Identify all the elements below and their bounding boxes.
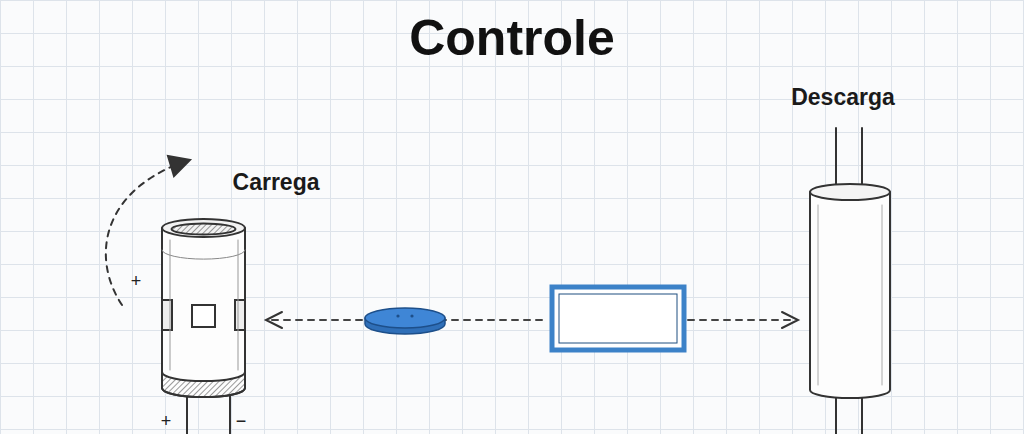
arrow-head	[266, 312, 282, 328]
blue-frame	[552, 287, 684, 350]
polarity-sign: +	[161, 412, 172, 432]
link-line	[688, 319, 792, 321]
blue-disc	[365, 308, 445, 334]
polarity-sign: −	[236, 412, 247, 432]
left-capacitor	[162, 219, 245, 434]
discharge-label: Descarga	[791, 85, 895, 110]
frame-inner	[559, 294, 677, 343]
charge-label: Carrega	[233, 170, 320, 195]
arrow-head	[782, 312, 798, 328]
polarity-sign: +	[131, 272, 142, 292]
diagram-title: Controle	[409, 11, 615, 66]
right-capacitor	[810, 128, 890, 434]
arrow-head	[168, 156, 190, 176]
